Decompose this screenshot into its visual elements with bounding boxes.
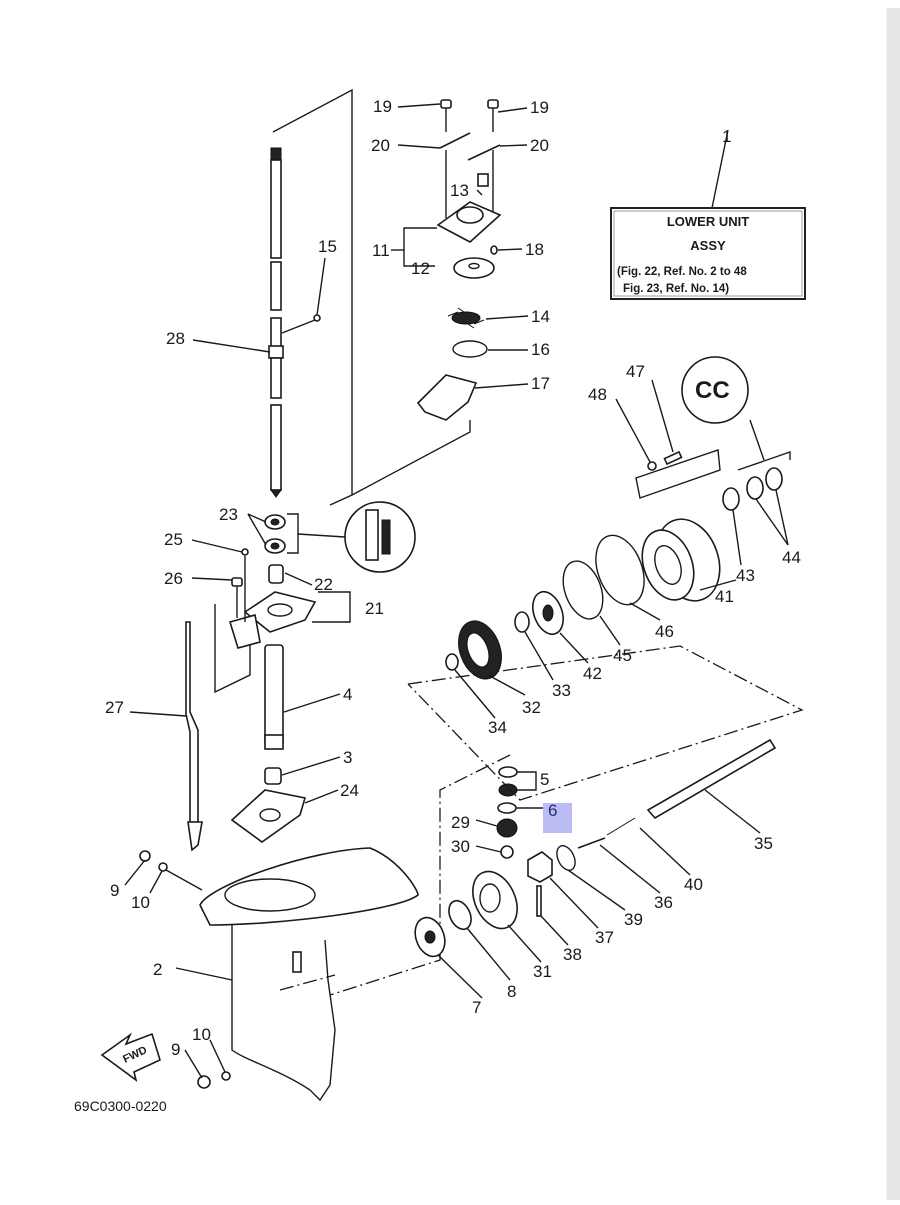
fwd-arrow-icon: FWD	[100, 1032, 161, 1082]
upper-casing	[243, 591, 317, 633]
callout-5: 5	[540, 770, 549, 789]
callout-3: 3	[343, 748, 352, 767]
callout-8: 8	[507, 982, 516, 1001]
gasket	[230, 789, 307, 843]
callout-16: 16	[531, 340, 550, 359]
o-ring	[452, 340, 488, 358]
scrollbar[interactable]	[886, 8, 900, 1200]
title-line-1: LOWER UNIT	[667, 214, 749, 229]
title-line-4: Fig. 23, Ref. No. 14)	[623, 283, 729, 295]
callout-34: 34	[488, 718, 507, 737]
callout-1: 1	[722, 127, 731, 146]
callout-28: 28	[166, 329, 185, 348]
shaft-housing	[641, 529, 695, 601]
callout-40: 40	[684, 875, 703, 894]
callout-19: 19	[530, 98, 549, 117]
callout-10: 10	[131, 893, 150, 912]
callout-26: 26	[164, 569, 183, 588]
callout-4: 4	[343, 685, 352, 704]
callout-9: 9	[171, 1040, 180, 1059]
callout-24: 24	[340, 781, 359, 800]
drive-shaft	[268, 147, 326, 498]
fasteners	[139, 850, 231, 1089]
water-tube-group	[230, 644, 307, 843]
callout-42: 42	[583, 664, 602, 683]
callout-21: 21	[365, 599, 384, 618]
callout-19: 19	[373, 97, 392, 116]
reverse-gear-bracket	[407, 645, 804, 801]
water-pump-group	[272, 88, 502, 506]
lower-casing	[199, 847, 419, 1102]
callout-15: 15	[318, 237, 337, 256]
callout-6-highlighted[interactable]: 6	[548, 801, 557, 820]
callout-48: 48	[588, 385, 607, 404]
callout-46: 46	[655, 622, 674, 641]
callout-27: 27	[105, 698, 124, 717]
callout-labels: 19 19 20 20 13 11 12 18 15 14 16 17 28 2…	[105, 97, 801, 1059]
gear-parts: CC	[414, 356, 791, 958]
callout-11: 11	[372, 241, 390, 260]
callout-18: 18	[525, 240, 544, 259]
drawing-code: 69C0300-0220	[74, 1098, 167, 1114]
detail-callout-bearing	[344, 501, 416, 573]
callout-2: 2	[153, 960, 162, 979]
callout-9: 9	[110, 881, 119, 900]
propeller-shaft	[646, 738, 777, 820]
bolt-19-left	[440, 99, 452, 109]
leader-lines	[124, 103, 789, 1079]
title-box: 1 LOWER UNIT ASSY (Fig. 22, Ref. No. 2 t…	[610, 127, 806, 300]
detail-callout-cc	[681, 356, 749, 424]
callout-7: 7	[472, 998, 481, 1017]
callout-25: 25	[164, 530, 183, 549]
highlight-ref-6[interactable]	[543, 803, 572, 833]
callout-22: 22	[314, 575, 333, 594]
callout-10: 10	[192, 1025, 211, 1044]
callout-45: 45	[613, 646, 632, 665]
impeller	[447, 307, 485, 329]
pinion-29	[496, 818, 518, 838]
nut-30	[500, 845, 514, 859]
shim-6	[497, 802, 517, 814]
callout-32: 32	[522, 698, 541, 717]
callout-13: 13	[450, 181, 469, 200]
callout-20: 20	[371, 136, 390, 155]
callout-36: 36	[654, 893, 673, 912]
callout-20: 20	[530, 136, 549, 155]
callout-35: 35	[754, 834, 773, 853]
bolt-19-right	[487, 99, 499, 109]
callout-33: 33	[552, 681, 571, 700]
callout-47: 47	[626, 362, 645, 381]
callout-31: 31	[533, 962, 552, 981]
title-line-3: (Fig. 22, Ref. No. 2 to 48	[617, 266, 747, 278]
callout-41: 41	[715, 587, 734, 606]
callout-30: 30	[451, 837, 470, 856]
grommet-13	[477, 173, 489, 187]
callout-17: 17	[531, 374, 550, 393]
callout-44: 44	[782, 548, 801, 567]
callout-23: 23	[219, 505, 238, 524]
callout-39: 39	[624, 910, 643, 929]
callout-37: 37	[595, 928, 614, 947]
svg-text:CC: CC	[695, 377, 730, 404]
upper-case-group	[214, 501, 416, 694]
callout-12: 12	[411, 259, 430, 278]
callout-43: 43	[736, 566, 755, 585]
callout-29: 29	[451, 813, 470, 832]
shift-rod	[185, 621, 203, 852]
callout-38: 38	[563, 945, 582, 964]
outer-plate	[416, 374, 478, 421]
callout-14: 14	[531, 307, 550, 326]
title-line-2: ASSY	[690, 238, 726, 253]
